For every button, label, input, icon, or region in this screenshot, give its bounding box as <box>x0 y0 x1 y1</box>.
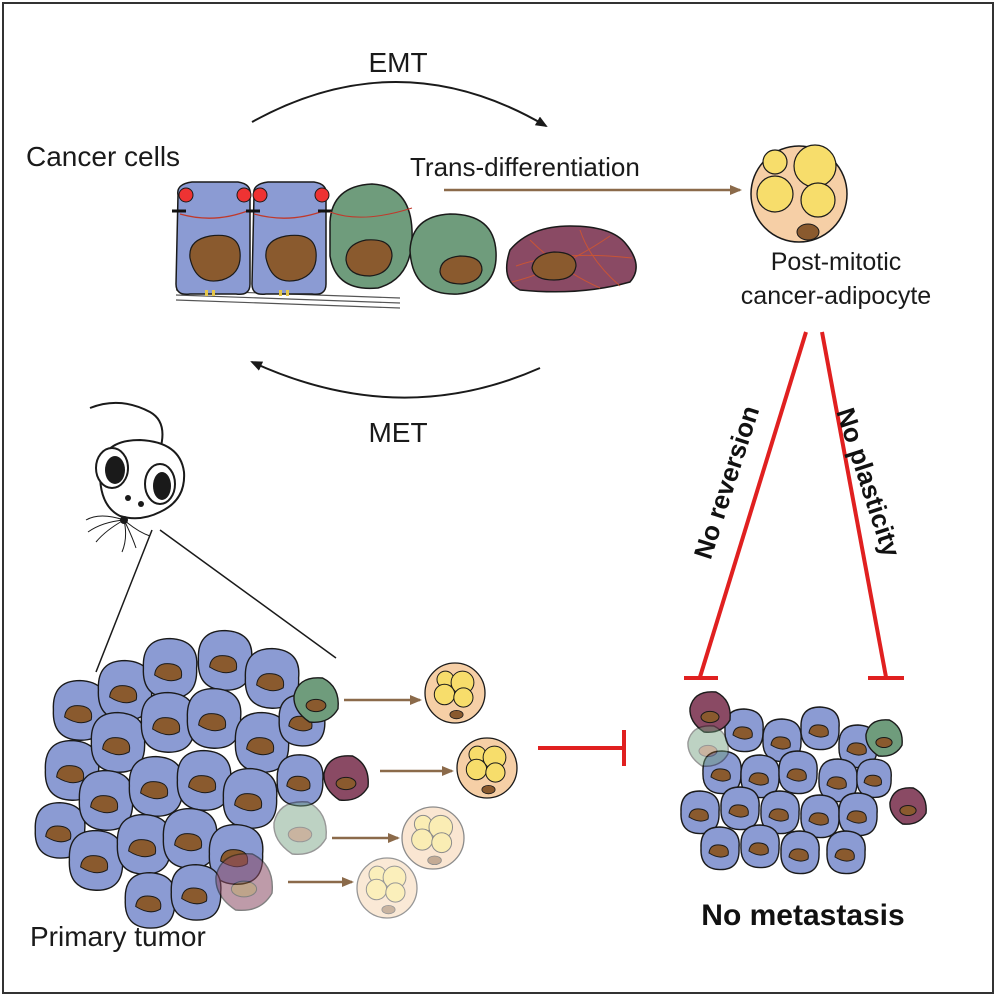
mesenchymal-cell <box>215 853 274 912</box>
metastasis-inhibition <box>538 730 626 766</box>
post-mitotic-label: Post-mitotic <box>771 248 902 276</box>
zoom-line-left <box>95 529 153 673</box>
tumor-cell <box>780 830 820 875</box>
zoom-line-right <box>159 529 337 659</box>
tumor-cell <box>760 790 800 835</box>
met-label: MET <box>368 417 427 448</box>
small-adipocyte <box>356 857 418 919</box>
cancer-adipocyte-label: cancer-adipocyte <box>741 282 931 310</box>
mesenchymal-cell <box>689 691 731 733</box>
tumor-cell <box>680 790 720 835</box>
metastasis-site-cluster <box>680 691 927 875</box>
tumor-cell <box>197 629 253 691</box>
tumor-cell <box>222 767 278 829</box>
mesenchymal-cell <box>687 725 729 767</box>
small-adipocytes <box>356 662 518 919</box>
small-adipocyte <box>401 806 465 870</box>
mesenchymal-cell <box>865 719 903 757</box>
no-reversion-inhibition <box>684 331 808 680</box>
tumor-cell <box>838 792 878 837</box>
emt-label: EMT <box>368 47 427 78</box>
epithelial-cell-1 <box>172 181 252 296</box>
no-metastasis-label: No metastasis <box>701 899 904 932</box>
tumor-cell <box>244 647 300 709</box>
mesenchymal-cell-1 <box>329 183 413 290</box>
tumor-cell <box>800 706 840 751</box>
tumor-cell <box>170 863 222 921</box>
met-arrow <box>250 361 541 399</box>
primary-tumor-cluster <box>34 629 369 929</box>
tumor-cell <box>740 824 780 869</box>
tumor-cell <box>818 758 858 803</box>
mouse-icon <box>85 401 186 553</box>
tumor-cell <box>720 786 760 831</box>
emt-arrow <box>251 81 548 128</box>
tumor-cell <box>128 755 184 817</box>
mesenchymal-cell-2 <box>409 213 497 295</box>
tumor-cell <box>826 830 866 875</box>
mesenchymal-cell <box>273 801 327 856</box>
tumor-cell <box>124 871 176 929</box>
trans-differentiation-label: Trans-differentiation <box>410 152 640 182</box>
tumor-cell <box>702 750 742 795</box>
cancer-adipocyte-cell <box>750 144 848 243</box>
epithelial-cell-2 <box>246 181 332 296</box>
mesenchymal-cell-purple <box>505 225 637 293</box>
tumor-cell <box>162 807 218 869</box>
no-plasticity-inhibition <box>820 331 904 680</box>
tumor-cell <box>800 794 840 839</box>
tumor-cell <box>142 637 198 699</box>
tumor-cell <box>276 754 324 807</box>
small-adipocyte <box>456 737 518 799</box>
tumor-cell <box>778 750 818 795</box>
tumor-cell <box>856 758 892 799</box>
small-adipocyte <box>424 662 486 724</box>
tumor-cell <box>176 749 232 811</box>
tumor-cell <box>700 826 740 871</box>
mesenchymal-cell <box>323 755 369 801</box>
tumor-cell <box>186 687 242 749</box>
tumor-cell <box>724 708 764 753</box>
primary-tumor-label: Primary tumor <box>30 921 206 952</box>
mesenchymal-cell <box>889 787 927 825</box>
tumor-cell <box>68 829 124 891</box>
mesenchymal-cell <box>293 677 339 723</box>
tumor-cell <box>90 711 146 773</box>
cancer-cells-label: Cancer cells <box>26 141 180 172</box>
